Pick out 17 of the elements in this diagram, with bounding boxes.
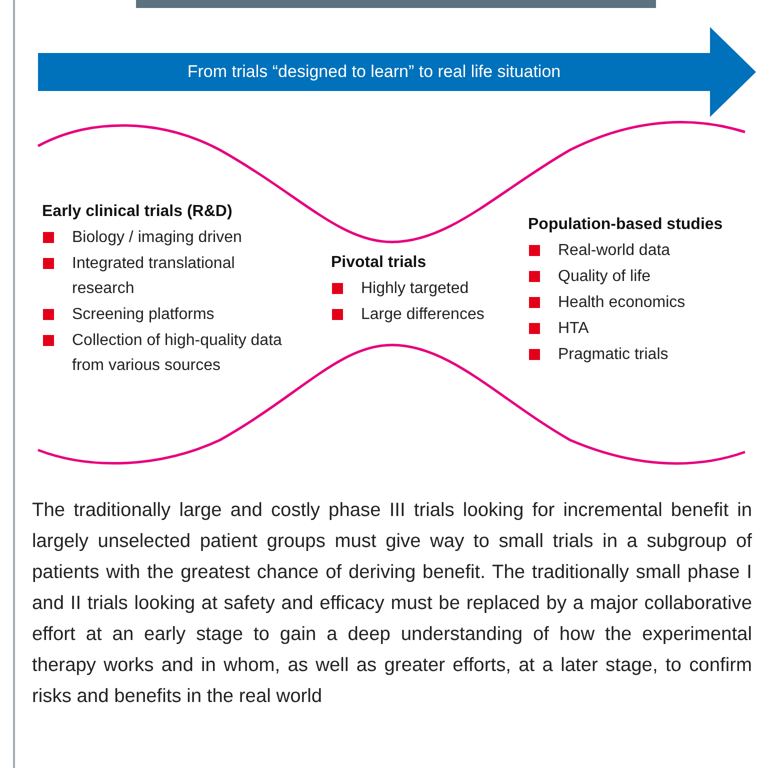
section-heading: Pivotal trials xyxy=(331,254,428,272)
bullet-text: Pragmatic trials xyxy=(558,345,668,365)
bullet-text: Real-world data xyxy=(558,241,670,261)
bullet-text: Large differences xyxy=(361,305,484,325)
arrow-banner xyxy=(38,27,756,117)
bullet-text: Quality of life xyxy=(558,267,650,287)
body-paragraph: The traditionally large and costly phase III trials looking for incremental benefit in largely unselected patient groups must give way to small trials in a subgroup of patients with the greatest chance of deriving benefit. The traditionally small phase I and II trials looking at safety and efficacy must be replaced by a major collaborative effort at an early stage to gain a deep understanding of how the experimental therapy works and in whom, as well as greater efforts, at a later stage, to confirm risks and benefits in the real world xyxy=(32,499,752,709)
bullet-text: Biology / imaging driven xyxy=(72,228,242,248)
section-heading: Population-based studies xyxy=(528,216,724,234)
bullet-text: Integrated translational research xyxy=(72,254,236,299)
bullet-text: Collection of high-quality data from various sources xyxy=(72,331,283,376)
bullet-text: Health economics xyxy=(558,293,686,313)
banner-label: From trials “designed to learn” to real life situation xyxy=(187,62,561,82)
section-heading: Early clinical trials (R&D) xyxy=(42,203,234,221)
bullet-text: Screening platforms xyxy=(72,305,214,325)
bullet-text: Highly targeted xyxy=(361,279,469,299)
bullet-text: HTA xyxy=(558,319,589,339)
